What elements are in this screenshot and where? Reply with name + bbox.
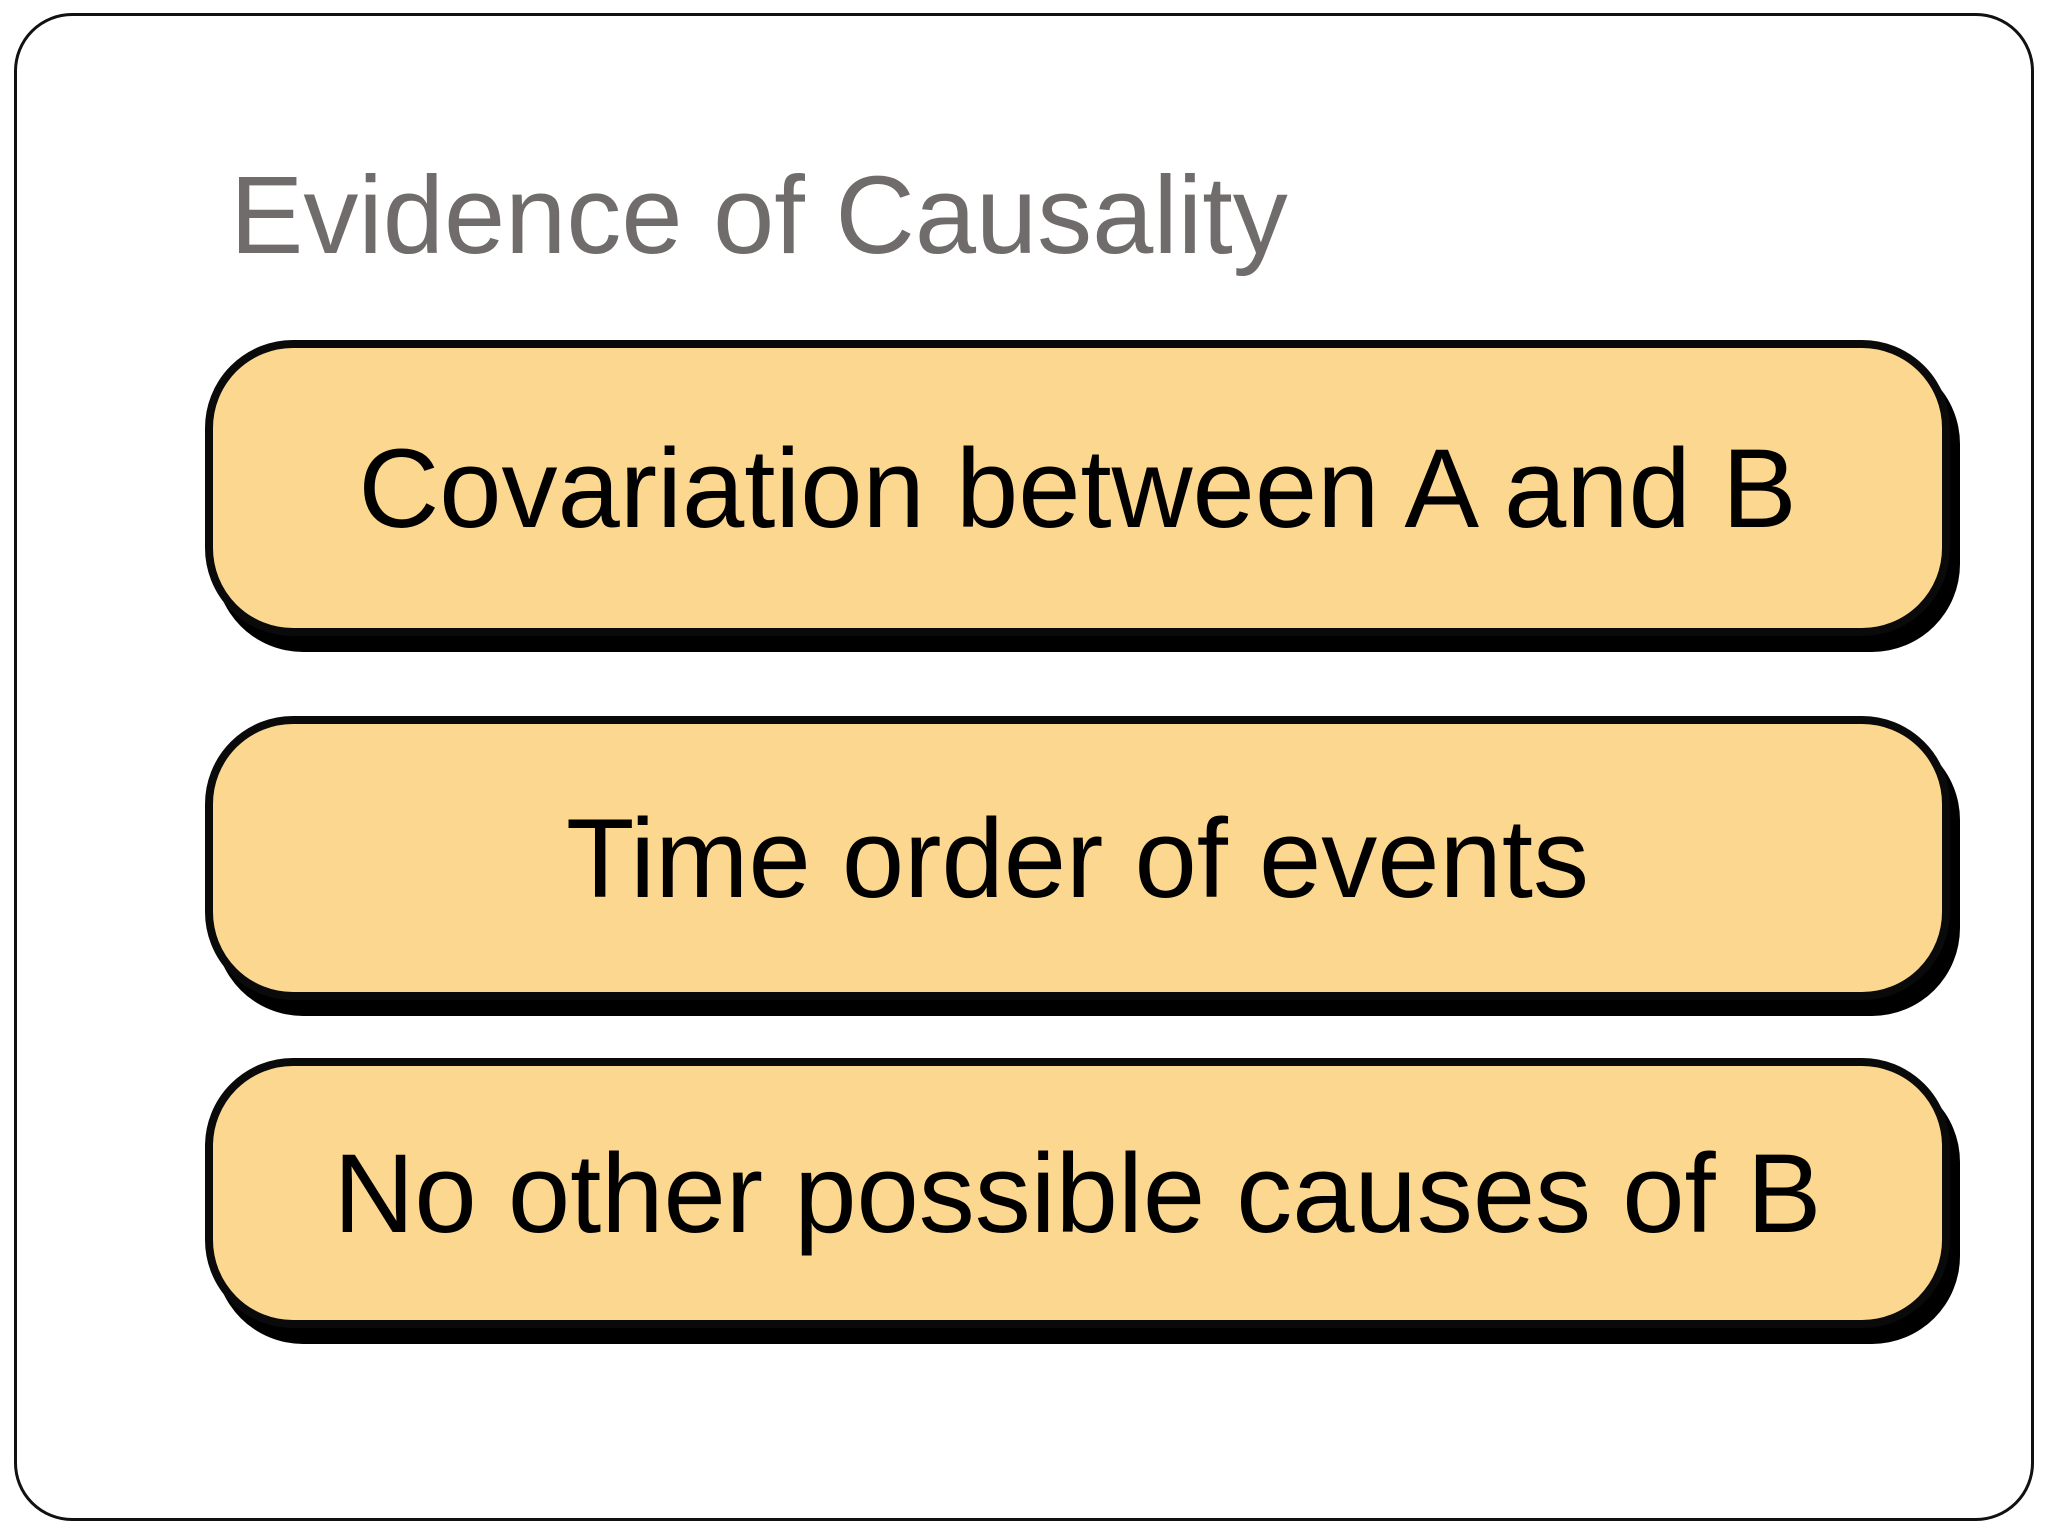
evidence-box-covariation: Covariation between A and B — [205, 340, 1950, 636]
evidence-box-no-other-causes: No other possible causes of B — [205, 1058, 1950, 1328]
evidence-box-label: No other possible causes of B — [333, 1130, 1822, 1256]
slide-title: Evidence of Causality — [230, 154, 1288, 277]
evidence-box-label: Covariation between A and B — [358, 425, 1797, 551]
evidence-box-label: Time order of events — [566, 795, 1589, 921]
evidence-box-time-order: Time order of events — [205, 716, 1950, 1000]
